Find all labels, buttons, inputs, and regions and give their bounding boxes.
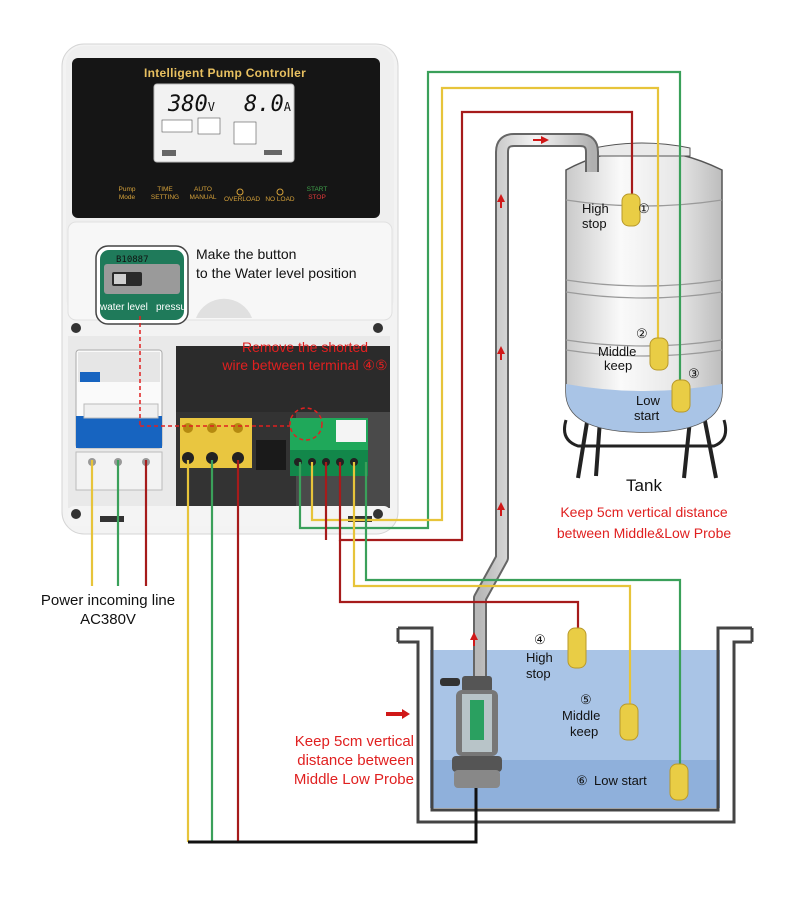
submersible-pump	[440, 676, 502, 788]
sump-middle-label: Middle	[562, 708, 601, 723]
front-buttons	[110, 184, 336, 210]
water-tank	[563, 142, 728, 479]
sump-high-label: High	[526, 650, 553, 665]
remove-note-line1: Remove the shorted	[241, 339, 369, 355]
tank-note-line2: between Middle&Low Probe	[556, 525, 732, 541]
flow-arrows	[386, 136, 549, 719]
button-line2: SETTING	[150, 194, 180, 201]
discharge-pipe	[473, 133, 599, 690]
button-line1: AUTO	[194, 186, 212, 193]
button-note-line2: to the Water level position	[196, 265, 357, 281]
current-value: 8.0	[244, 92, 284, 117]
sump-probe-middle	[619, 703, 639, 741]
tank-stop-label: stop	[582, 216, 607, 231]
tank-probe-low	[671, 379, 691, 413]
probe-terminals	[290, 418, 368, 476]
tank-note-line1: Keep 5cm vertical distance	[560, 504, 728, 520]
button-line2: Mode	[118, 194, 136, 201]
sump-probe-6-number: ⑥	[576, 773, 588, 788]
button-line1: Pump	[118, 186, 136, 193]
overload-indicator: OVERLOAD	[224, 196, 261, 204]
power-voltage-label: AC380V	[80, 611, 136, 628]
sump-note-line2: distance between	[297, 752, 414, 769]
voltage-unit: V	[207, 100, 215, 114]
sump-probe-4-number: ④	[534, 632, 546, 647]
sump-note-line1: Keep 5cm vertical	[294, 733, 414, 750]
controller-box	[61, 43, 399, 535]
remove-note-line2: wire between terminal ④⑤	[222, 357, 388, 373]
switch-pressure-label: pressu	[156, 302, 187, 313]
tank-probe-high	[621, 193, 641, 227]
voltage-value: 380	[168, 92, 208, 117]
lcd-voltage: 380V	[168, 92, 215, 117]
button-line2: OVERLOAD	[224, 196, 261, 203]
button-line2: NO LOAD	[265, 196, 295, 203]
sump-low-start-label: Low start	[594, 773, 647, 788]
tank-label: Tank	[626, 476, 662, 495]
tank-keep-label: keep	[604, 358, 633, 373]
button-line1: TIME	[157, 186, 173, 193]
tank-probe-middle	[649, 337, 669, 371]
sump-keep-label: keep	[570, 724, 599, 739]
tank-probe-3-number: ③	[688, 366, 700, 381]
sump-probe-low	[669, 763, 689, 801]
wires	[90, 70, 682, 844]
lcd-screen	[153, 83, 295, 163]
button-line1: START	[306, 186, 328, 193]
tank-high-label: High	[582, 201, 609, 216]
switch-water-level-label: water level	[100, 302, 148, 313]
button-line2: STOP	[308, 194, 326, 201]
chip-label: B10887	[116, 255, 149, 265]
no-load-indicator: NO LOAD	[263, 196, 297, 204]
tank-low-label: Low	[636, 393, 660, 408]
float-probes	[567, 193, 691, 801]
lcd-current: 8.0A	[244, 92, 291, 117]
current-unit: A	[283, 100, 291, 114]
tank-probe-2-number: ②	[636, 326, 648, 341]
power-line-label: Power incoming line	[40, 592, 176, 609]
tank-start-label: start	[634, 408, 660, 423]
tank-probe-1-number: ①	[638, 201, 650, 216]
controller-title: Intelligent Pump Controller	[143, 66, 307, 80]
button-line2: MANUAL	[189, 194, 217, 201]
sump-stop-label: stop	[526, 666, 551, 681]
tank-middle-label: Middle	[598, 344, 637, 359]
button-note-line1: Make the button	[196, 246, 297, 262]
sump-probe-high	[567, 627, 587, 669]
sump-probe-5-number: ⑤	[580, 692, 592, 707]
shorted-wire-circle	[289, 407, 323, 441]
sump-note-line3: Middle Low Probe	[293, 771, 414, 788]
